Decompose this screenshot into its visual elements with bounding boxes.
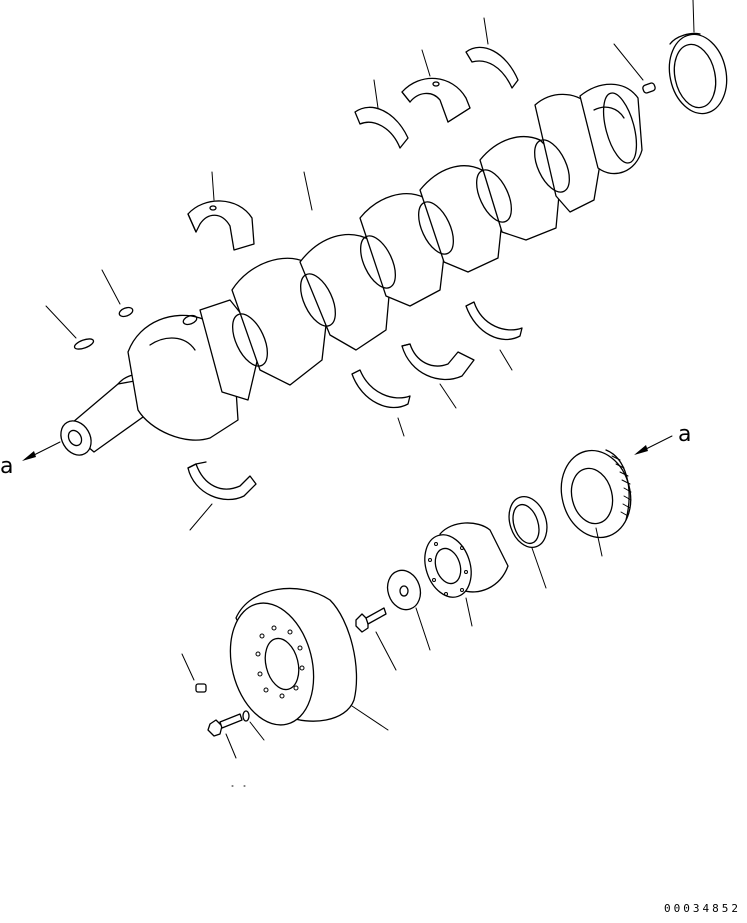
crankshaft-pulley (229, 587, 389, 731)
upper-main-bearing-shell (401, 49, 471, 123)
arrow-right (634, 435, 673, 455)
washer (386, 569, 431, 651)
pulley-bolt (355, 607, 397, 671)
pulley-dowel (181, 653, 207, 693)
crankshaft-gear (560, 449, 632, 557)
arrow-label-left: a (0, 454, 14, 479)
lower-thrust-washer-1 (351, 369, 411, 437)
dowel-pin-rear (613, 43, 656, 94)
lower-main-bearing-shell (401, 343, 475, 409)
drawing-code: 00034852 (664, 902, 741, 915)
lower-thrust-washer-2 (465, 301, 523, 371)
rear-oil-seal (668, 0, 728, 115)
upper-main-bearing-front (187, 171, 255, 251)
pulley-mount-bolt (207, 710, 265, 759)
arrow-label-right: a (678, 422, 692, 447)
lower-main-bearing-front (187, 461, 257, 531)
gear-spacer-ring (508, 496, 548, 589)
front-seal-sleeve (424, 522, 509, 627)
arrow-left (22, 441, 61, 461)
key-2 (45, 305, 95, 350)
upper-thrust-washer-1 (354, 79, 409, 149)
key-1 (101, 269, 134, 318)
crankshaft (60, 83, 643, 456)
upper-thrust-washer-2 (465, 17, 519, 89)
